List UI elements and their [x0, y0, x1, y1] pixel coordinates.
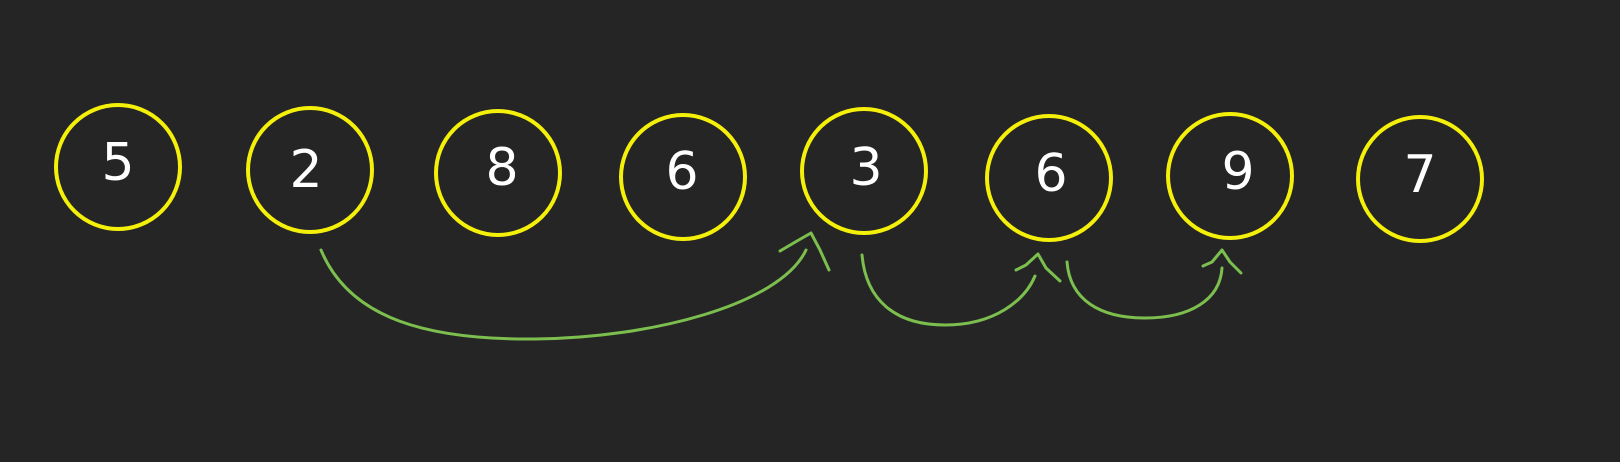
node-5: 3	[800, 107, 928, 235]
node-label: 6	[1034, 144, 1067, 204]
node-circle	[1356, 115, 1484, 243]
node-label: 3	[849, 138, 882, 198]
node-circle	[54, 103, 182, 231]
node-circle	[434, 109, 562, 237]
node-label: 7	[1403, 145, 1436, 205]
arrow-6-to-9-head	[1201, 248, 1243, 275]
node-label: 9	[1221, 142, 1254, 202]
node-8: 7	[1356, 115, 1484, 243]
arrow-3-to-6-head	[1014, 252, 1062, 283]
node-circle	[800, 107, 928, 235]
arrow-2-to-3-curve	[319, 248, 808, 341]
arrow-3-to-6-curve	[860, 253, 1037, 327]
arrow-3-to-6	[860, 252, 1062, 327]
node-1: 5	[54, 103, 182, 231]
node-label: 8	[485, 138, 518, 198]
node-circle	[246, 106, 374, 234]
nodes: 5 2 8 6 3 6 9 7	[54, 103, 1484, 243]
arrow-2-to-3-head	[778, 231, 831, 272]
node-4: 6	[619, 113, 747, 241]
node-label: 6	[665, 142, 698, 202]
node-circle	[619, 113, 747, 241]
node-label: 2	[289, 140, 322, 200]
node-3: 8	[434, 109, 562, 237]
node-circle	[985, 114, 1113, 242]
node-6: 6	[985, 114, 1113, 242]
node-2: 2	[246, 106, 374, 234]
arrows	[319, 231, 1243, 341]
node-label: 5	[101, 133, 134, 193]
node-circle	[1166, 112, 1294, 240]
node-7: 9	[1166, 112, 1294, 240]
arrow-2-to-3	[319, 231, 831, 341]
arrow-6-to-9	[1065, 248, 1243, 320]
arrow-6-to-9-curve	[1065, 260, 1224, 320]
